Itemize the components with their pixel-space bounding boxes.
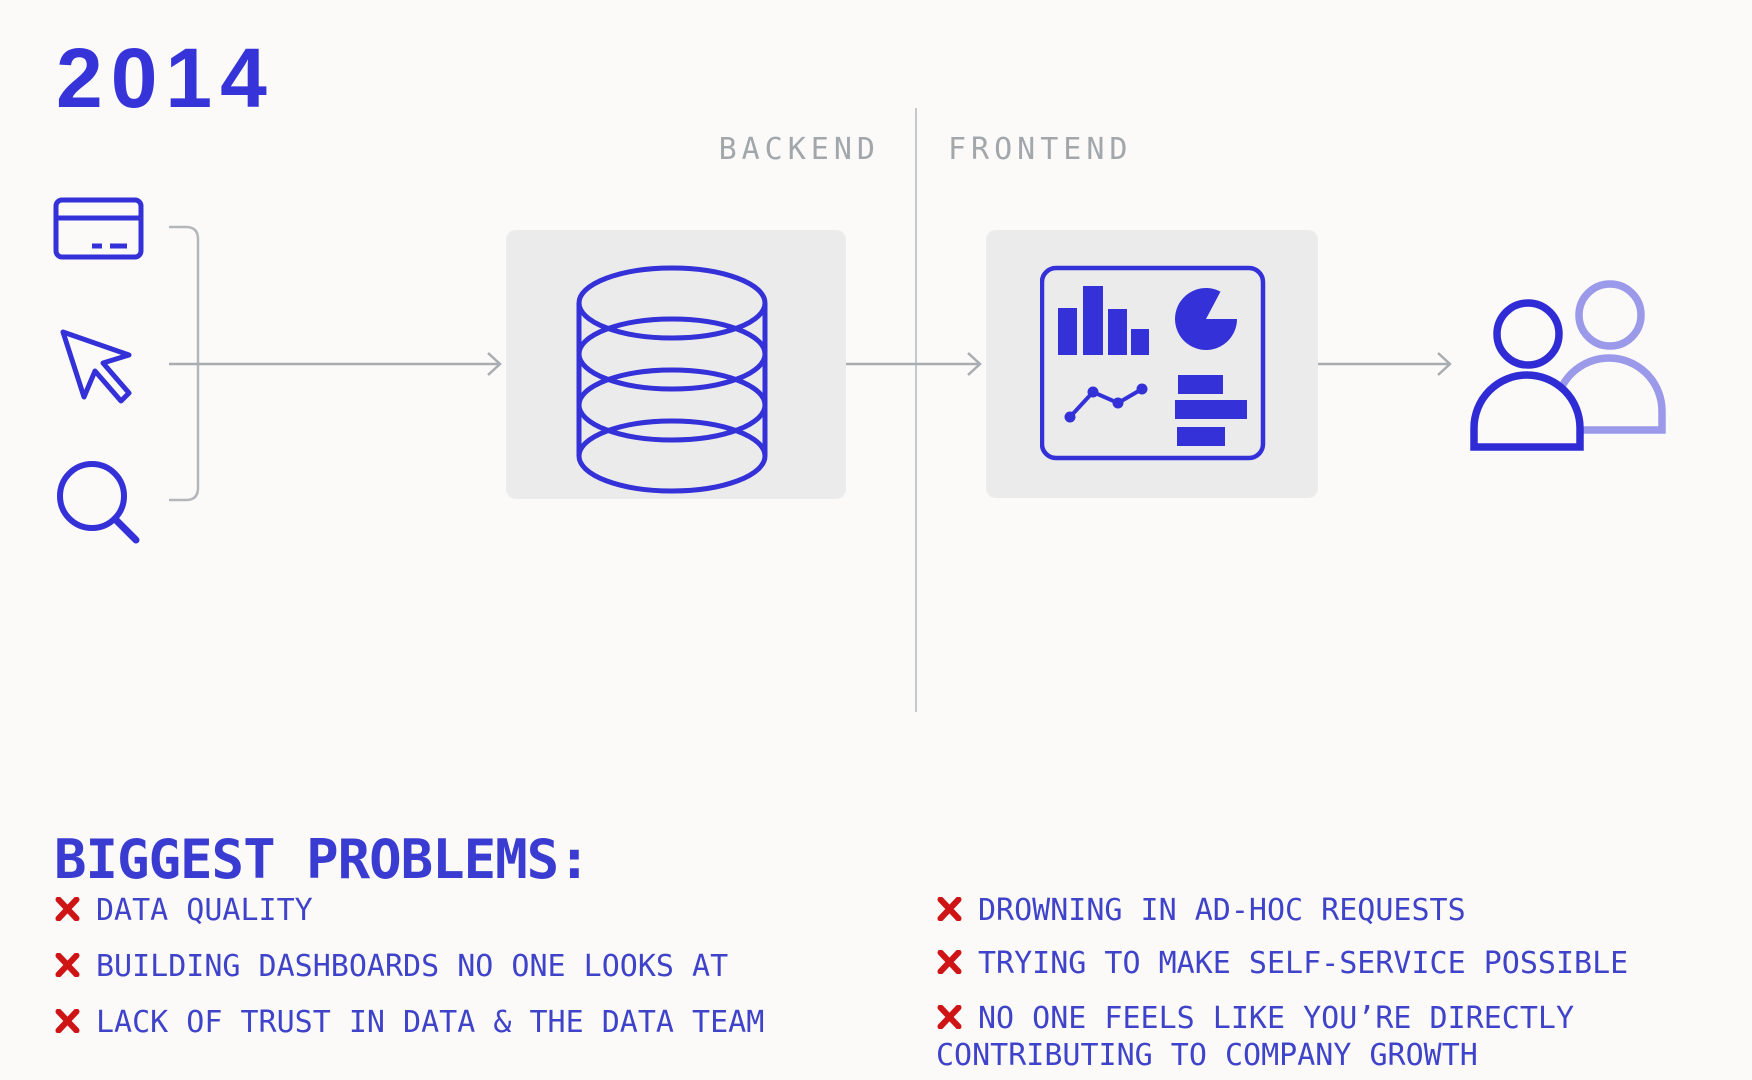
dashboard-icon bbox=[1040, 265, 1266, 461]
backend-lane-label: BACKEND bbox=[718, 132, 880, 167]
credit-card-icon bbox=[53, 197, 144, 260]
backend-panel bbox=[506, 230, 846, 499]
year-title: 2014 bbox=[56, 31, 275, 125]
pie-chart-icon bbox=[1175, 287, 1237, 350]
x-mark-icon bbox=[936, 897, 963, 921]
users-icon bbox=[1470, 280, 1666, 451]
problem-item: NO ONE FEELS LIKE YOU’RE DIRECTLY CONTRI… bbox=[936, 1000, 1636, 1074]
problem-item: DROWNING IN AD-HOC REQUESTS bbox=[936, 892, 1636, 929]
user-front bbox=[1470, 299, 1584, 451]
x-mark-icon bbox=[936, 950, 963, 974]
dashboard-frame bbox=[1040, 265, 1266, 461]
arrow-database-to-dashboard bbox=[846, 352, 982, 376]
search-icon bbox=[57, 461, 140, 544]
horizontal-bars-icon bbox=[1175, 375, 1247, 446]
problem-item: TRYING TO MAKE SELF-SERVICE POSSIBLE bbox=[936, 945, 1636, 982]
problem-text: TRYING TO MAKE SELF-SERVICE POSSIBLE bbox=[978, 946, 1629, 981]
frontend-lane-label: FRONTEND bbox=[948, 132, 1133, 167]
user-back bbox=[1552, 280, 1666, 434]
x-mark-icon bbox=[54, 953, 81, 977]
problem-item: LACK OF TRUST IN DATA & THE DATA TEAM bbox=[54, 1004, 874, 1041]
problem-text: BUILDING DASHBOARDS NO ONE LOOKS AT bbox=[96, 949, 729, 984]
problem-item: BUILDING DASHBOARDS NO ONE LOOKS AT bbox=[54, 948, 874, 985]
bar-chart-icon bbox=[1058, 286, 1149, 355]
problem-text: NO ONE FEELS LIKE YOU’RE DIRECTLY CONTRI… bbox=[936, 1001, 1575, 1073]
arrow-dashboard-to-users bbox=[1318, 352, 1452, 376]
problem-item: DATA QUALITY bbox=[54, 892, 874, 929]
database-icon bbox=[576, 265, 768, 494]
arrow-sources-to-database bbox=[169, 352, 502, 376]
x-mark-icon bbox=[54, 1009, 81, 1033]
problem-text: LACK OF TRUST IN DATA & THE DATA TEAM bbox=[96, 1005, 765, 1040]
problem-text: DROWNING IN AD-HOC REQUESTS bbox=[978, 893, 1466, 928]
problems-heading: BIGGEST PROBLEMS: bbox=[54, 828, 591, 891]
line-chart-icon bbox=[1064, 383, 1148, 423]
x-mark-icon bbox=[936, 1005, 963, 1029]
x-mark-icon bbox=[54, 897, 81, 921]
problem-text: DATA QUALITY bbox=[96, 893, 313, 928]
cursor-icon bbox=[60, 329, 132, 404]
